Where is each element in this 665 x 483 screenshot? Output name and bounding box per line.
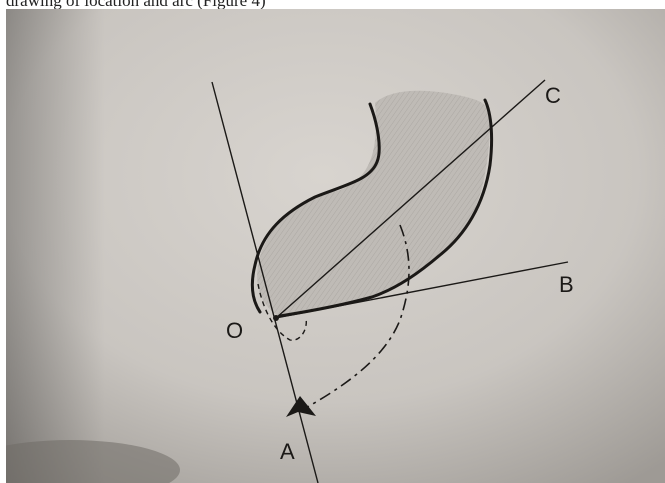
label-b: B xyxy=(559,272,574,297)
label-c: C xyxy=(545,83,561,108)
drawing-canvas: O A B C xyxy=(6,9,665,483)
shadow-bottom-left xyxy=(6,440,180,483)
arrowhead-a xyxy=(286,396,316,417)
dashed-arc-large xyxy=(301,224,410,411)
shape-outline-right xyxy=(278,98,494,318)
line-ob xyxy=(275,261,569,319)
top-caption-strip: drawing of location and arc (Figure 4) xyxy=(6,0,665,10)
line-oa-axis xyxy=(211,81,319,483)
line-oc xyxy=(275,79,546,319)
label-a: A xyxy=(280,439,295,464)
dashed-arc-small xyxy=(257,283,307,341)
shape-outline-top xyxy=(250,102,381,314)
point-o xyxy=(273,315,279,321)
drawing-photo: O A B C xyxy=(6,9,665,483)
label-o: O xyxy=(226,318,243,343)
caption-text: drawing of location and arc (Figure 4) xyxy=(6,0,266,10)
